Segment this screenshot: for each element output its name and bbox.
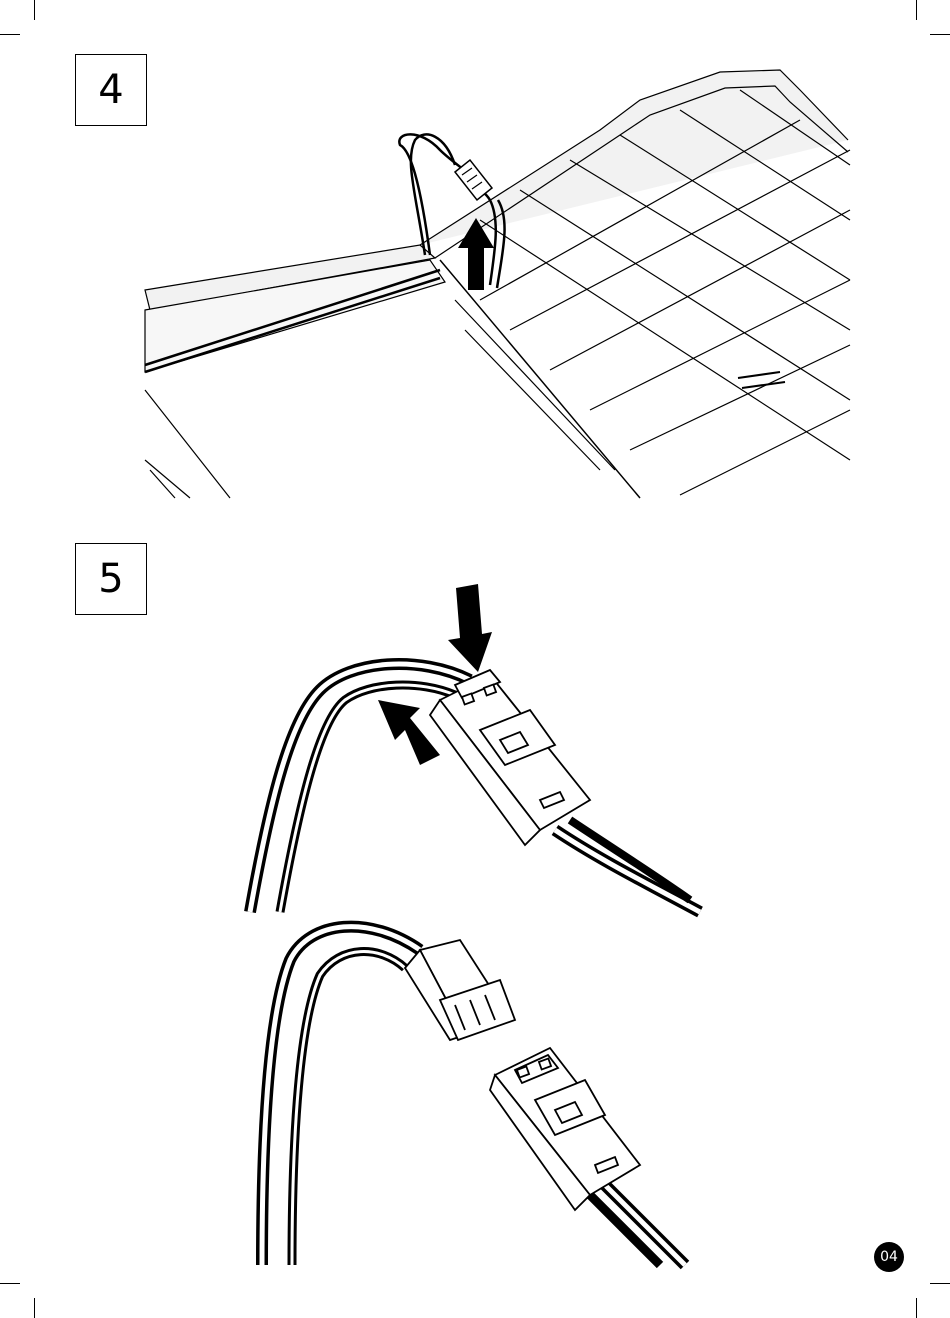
arrow-down-icon bbox=[448, 584, 492, 672]
step-number-5: 5 bbox=[75, 543, 147, 615]
arrow-push-icon bbox=[378, 700, 440, 765]
step-number-4: 4 bbox=[75, 54, 147, 126]
page-number-badge: 04 bbox=[874, 1242, 904, 1272]
tray-illustration bbox=[145, 70, 850, 498]
socket-connector-icon bbox=[490, 1048, 640, 1210]
connector-icon bbox=[430, 670, 590, 845]
plug-connector-icon bbox=[405, 940, 515, 1040]
